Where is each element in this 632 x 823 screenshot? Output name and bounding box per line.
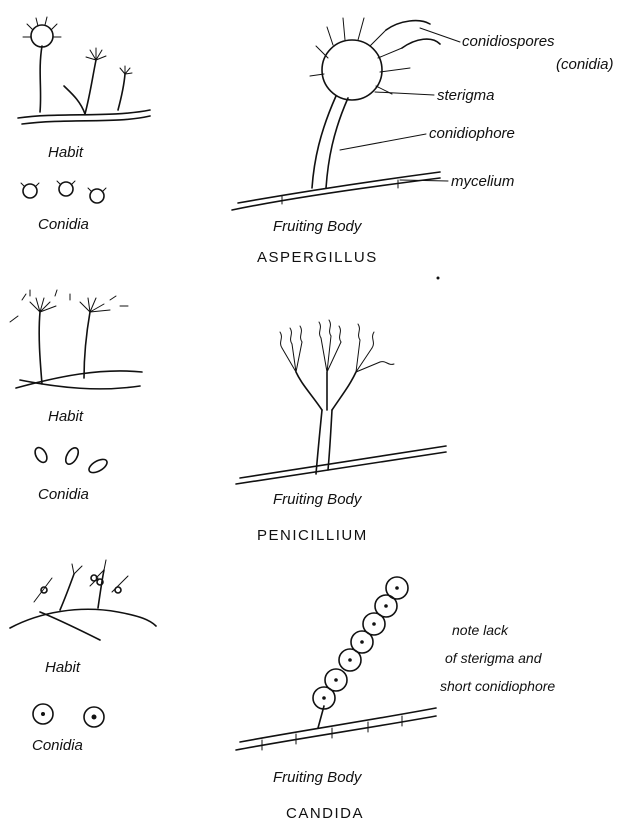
candida-conidia-sketch (33, 704, 104, 727)
candida-section: Habit Conidia (10, 560, 555, 822)
mycelium-leader (400, 180, 448, 181)
candida-note-line-2: of sterigma and (445, 650, 543, 666)
aspergillus-conidia-sketch (21, 181, 106, 203)
candida-note-line-1: note lack (452, 622, 509, 638)
candida-conidia-label: Conidia (32, 737, 83, 754)
speck (437, 277, 440, 280)
conidiospores-leader (420, 28, 460, 42)
penicillium-title: PENICILLIUM (257, 527, 368, 544)
aspergillus-fruiting-body-label: Fruiting Body (273, 218, 363, 235)
aspergillus-conidia-label: Conidia (38, 216, 89, 233)
mycelium-label: mycelium (451, 173, 514, 190)
penicillium-fruiting-body-drawing (236, 320, 446, 484)
candida-title: CANDIDA (286, 805, 364, 822)
conidiospores-label: conidiospores (462, 33, 555, 50)
sterigma-label: sterigma (437, 87, 495, 104)
aspergillus-habit-sketch (18, 17, 150, 124)
penicillium-conidia-label: Conidia (38, 486, 89, 503)
conidiophore-label: conidiophore (429, 125, 515, 142)
penicillium-habit-label: Habit (48, 408, 84, 425)
aspergillus-fruiting-body-drawing (232, 18, 440, 210)
candida-fruiting-body-label: Fruiting Body (273, 769, 363, 786)
sterigma-leader (375, 92, 434, 95)
penicillium-fruiting-body-label: Fruiting Body (273, 491, 363, 508)
candida-habit-sketch (10, 560, 156, 640)
candida-habit-label: Habit (45, 659, 81, 676)
penicillium-habit-sketch (10, 290, 142, 389)
candida-note-line-3: short conidiophore (440, 678, 555, 694)
conidiophore-leader (340, 134, 426, 150)
aspergillus-title: ASPERGILLUS (257, 249, 378, 266)
conidia-paren-label: (conidia) (556, 56, 614, 73)
penicillium-section: Habit Conidia Fruiting Body PENICILLIUM (10, 290, 446, 544)
aspergillus-section: Habit Conidia conidiospores (conidia) (18, 17, 614, 266)
aspergillus-habit-label: Habit (48, 144, 84, 161)
penicillium-conidia-sketch (33, 446, 109, 476)
candida-fruiting-body-drawing (236, 577, 436, 750)
